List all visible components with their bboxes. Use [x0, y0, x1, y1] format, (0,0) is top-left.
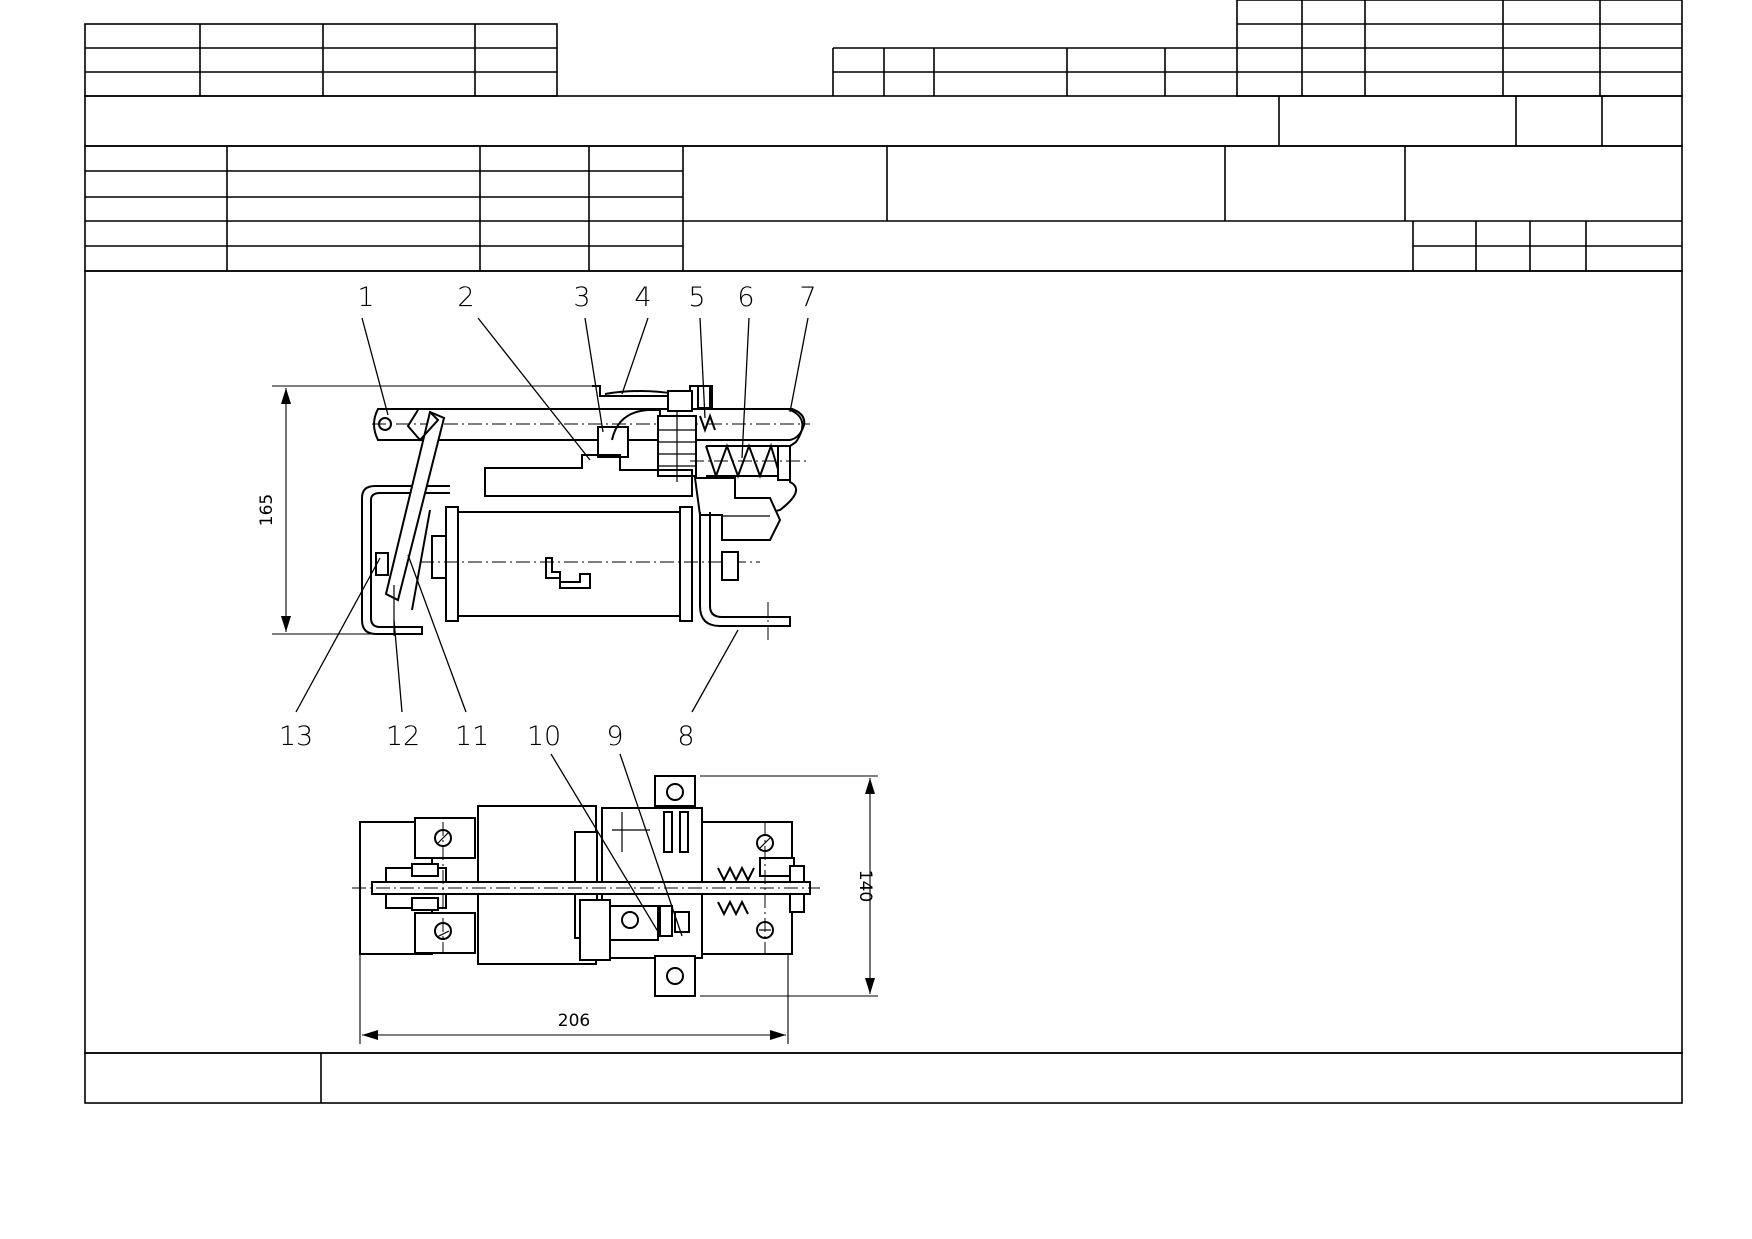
callout-8: 8	[677, 721, 694, 752]
callout-11: 11	[455, 721, 489, 752]
callout-12: 12	[386, 721, 420, 752]
callout-3: 3	[573, 282, 590, 313]
side-view: 165	[257, 317, 810, 713]
coil	[451, 511, 687, 617]
base-bracket-left	[361, 485, 450, 635]
callout-6: 6	[737, 282, 754, 313]
callout-7: 7	[799, 282, 816, 313]
base-bracket-right	[699, 512, 791, 627]
callout-5: 5	[688, 282, 705, 313]
dimension-165-label: 165	[257, 494, 277, 526]
title-block-grid	[84, 0, 1683, 1104]
top-view: 140 206	[352, 753, 878, 1044]
callout-1: 1	[357, 282, 374, 313]
armature-lever	[384, 410, 446, 602]
callout-10: 10	[527, 721, 561, 752]
callout-13: 13	[279, 721, 313, 752]
callout-4: 4	[634, 282, 651, 313]
dimension-140-label: 140	[855, 870, 875, 902]
callout-9: 9	[606, 721, 623, 752]
dimension-206-label: 206	[558, 1011, 590, 1031]
callout-2: 2	[457, 282, 474, 313]
callout-labels: 1 2 3 4 5 6 7 8 9 10 11 12 13	[279, 282, 817, 752]
